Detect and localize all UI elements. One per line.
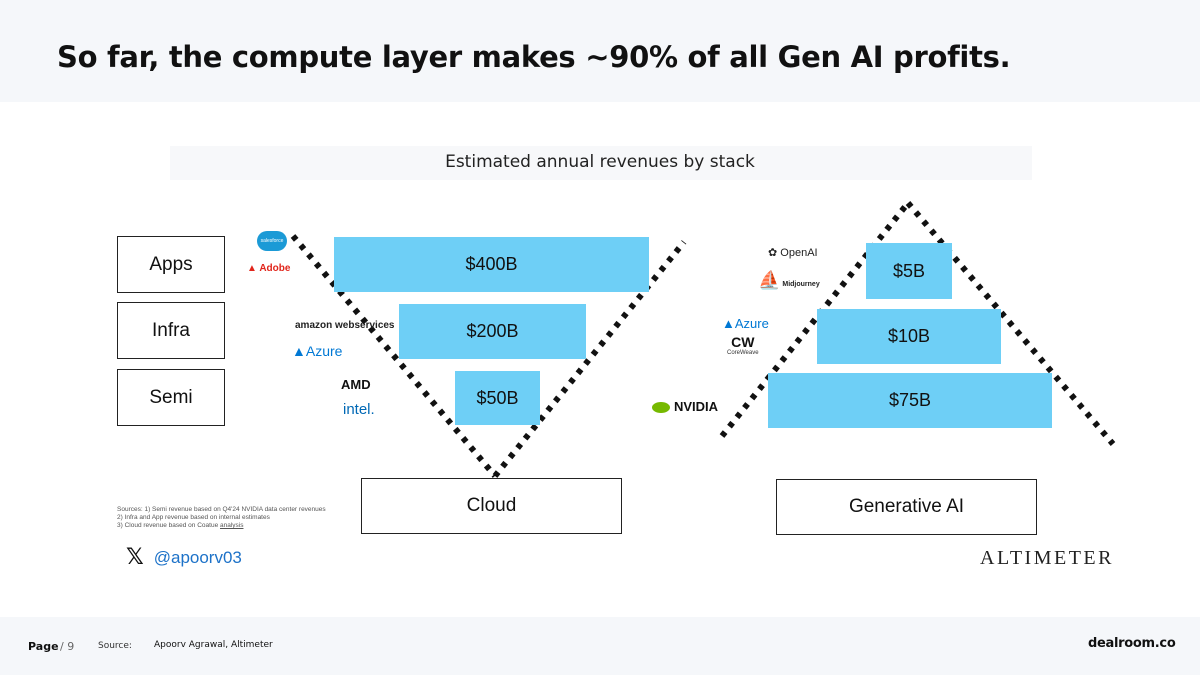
- page-label: Page: [28, 640, 59, 653]
- bar-label-cloud-apps: $400B: [465, 254, 518, 274]
- source-text: Apoorv Agrawal, Altimeter: [154, 640, 273, 650]
- nvidia-logo-text: NVIDIA: [674, 399, 719, 414]
- source-line-1: Sources: 1) Semi revenue based on Q4'24 …: [117, 506, 326, 513]
- adobe-logo-text: Adobe: [259, 263, 291, 274]
- aws-logo-text: amazon webservices: [295, 320, 395, 331]
- slide-title: So far, the compute layer makes ~90% of …: [57, 40, 1011, 74]
- category-label-semi: Semi: [117, 369, 225, 426]
- azure-icon: ▲: [722, 316, 735, 331]
- midjourney-logo-text: Midjourney: [782, 281, 820, 288]
- amd-logo: AMD: [341, 377, 371, 392]
- bar-genai-apps: $5B: [866, 243, 952, 299]
- x-handle[interactable]: 𝕏 @apoorv03: [126, 545, 242, 570]
- category-label-infra: Infra: [117, 302, 225, 359]
- footer-band: [0, 617, 1200, 675]
- aws-logo: amazon webservices: [295, 320, 395, 331]
- x-logo-icon: 𝕏: [126, 545, 144, 570]
- bar-label-cloud-semi: $50B: [476, 387, 519, 408]
- bar-genai-semi: $75B: [768, 373, 1052, 428]
- salesforce-logo: salesforce: [257, 231, 287, 251]
- intel-logo: intel.: [343, 401, 375, 418]
- source-label: Source:: [98, 641, 132, 651]
- openai-logo: ✿ OpenAI: [768, 246, 818, 259]
- altimeter-logo: ALTIMETER: [980, 547, 1114, 569]
- midjourney-logo: ⛵ Midjourney: [758, 270, 820, 291]
- page-number: / 9: [60, 640, 75, 653]
- series-label-cloud: Cloud: [361, 478, 622, 534]
- header-band: [0, 0, 1200, 102]
- source-line-3-text: 3) Cloud revenue based on Coatue: [117, 522, 220, 529]
- cloud-funnel-right-line: [492, 240, 687, 478]
- source-line-2: 2) Infra and App revenue based on intern…: [117, 514, 270, 521]
- nvidia-logo: NVIDIA: [652, 399, 718, 414]
- bar-label-cloud-infra: $200B: [466, 321, 519, 341]
- azure-logo-text: Azure: [305, 343, 343, 359]
- adobe-icon: ▲: [247, 263, 257, 274]
- category-label-apps: Apps: [117, 236, 225, 293]
- bar-cloud-semi: $50B: [455, 371, 540, 425]
- nvidia-eye-icon: [652, 402, 670, 414]
- chart-title: Estimated annual revenues by stack: [445, 152, 755, 172]
- x-handle-text: @apoorv03: [153, 547, 242, 567]
- bar-label-genai-infra: $10B: [887, 326, 931, 346]
- chart-title-band: [170, 146, 1032, 180]
- bar-label-genai-apps: $5B: [892, 260, 926, 281]
- azure-logo: ▲Azure: [292, 343, 342, 359]
- openai-logo-text: OpenAI: [780, 247, 818, 259]
- chart-sources: Sources: 1) Semi revenue based on Q4'24 …: [117, 506, 326, 530]
- bar-cloud-infra: $200B: [399, 304, 586, 359]
- coreweave-icon: CW: [731, 334, 755, 350]
- source-line-3: 3) Cloud revenue based on Coatue analysi…: [117, 522, 326, 530]
- bar-cloud-apps: $400B: [334, 237, 649, 292]
- coatue-analysis-link[interactable]: analysis: [220, 522, 244, 529]
- series-label-genai: Generative AI: [776, 479, 1037, 535]
- openai-icon: ✿: [768, 247, 778, 259]
- genai-pyramid-left-line: [719, 201, 911, 438]
- coreweave-logo-text: CoreWeave: [727, 350, 759, 356]
- bar-genai-infra: $10B: [817, 309, 1001, 364]
- adobe-logo: ▲ Adobe: [247, 263, 290, 274]
- sailboat-icon: ⛵: [758, 270, 781, 290]
- azure-logo-genai: ▲Azure: [722, 316, 769, 331]
- bar-label-genai-semi: $75B: [888, 390, 932, 410]
- azure-icon: ▲: [292, 343, 306, 359]
- cloud-funnel-left-line: [290, 234, 498, 478]
- azure-logo-genai-text: Azure: [734, 316, 769, 331]
- dealroom-logo: dealroom.co: [1088, 636, 1176, 651]
